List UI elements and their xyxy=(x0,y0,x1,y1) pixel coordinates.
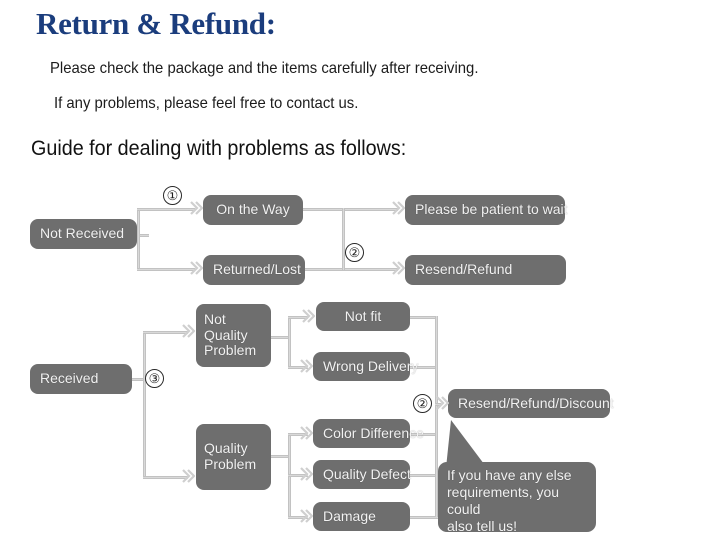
speech-bubble: If you have any else requirements, you c… xyxy=(438,462,596,535)
arrow-to-resend-refund-discount-icon xyxy=(436,396,449,410)
connector-upper-collector xyxy=(342,208,345,270)
connector-quality-defect-out xyxy=(410,474,438,477)
connector-to-on-the-way xyxy=(137,208,195,211)
node-returned-lost[interactable]: Returned/Lost xyxy=(203,255,305,285)
intro-line-1: Please check the package and the items c… xyxy=(50,60,479,77)
connector-to-color-difference xyxy=(288,433,308,436)
connector-to-quality xyxy=(143,476,188,479)
speech-bubble-tail-icon xyxy=(440,414,510,476)
connector-not-received-stem xyxy=(137,234,149,237)
page-title: Return & Refund: xyxy=(36,6,276,41)
connector-not-fit-out xyxy=(410,316,438,319)
node-resend-refund-discount[interactable]: Resend/Refund/Discount xyxy=(448,389,614,418)
connector-damage-out xyxy=(410,516,438,519)
connector-leaf-collector-rail xyxy=(435,316,438,517)
step-number-3: ③ xyxy=(145,369,164,388)
node-not-quality-problem[interactable]: Not Quality Problem xyxy=(196,304,271,367)
arrow-to-damage-icon xyxy=(300,509,313,523)
step-number-2-bottom: ② xyxy=(413,394,432,413)
node-resend-refund[interactable]: Resend/Refund xyxy=(405,255,566,285)
connector-color-difference-out xyxy=(410,433,438,436)
arrow-to-please-wait-icon xyxy=(392,201,405,215)
arrow-to-color-difference-icon xyxy=(300,426,313,440)
node-not-fit[interactable]: Not fit xyxy=(316,302,410,331)
node-received[interactable]: Received xyxy=(30,364,132,394)
node-damage[interactable]: Damage xyxy=(313,502,410,531)
speech-bubble-line-1: If you have any else xyxy=(447,467,572,483)
arrow-to-on-the-way-icon xyxy=(190,201,203,215)
connector-qp-stem xyxy=(271,455,290,458)
arrow-to-not-quality-problem-icon xyxy=(182,324,195,338)
arrow-to-returned-lost-icon xyxy=(190,261,203,275)
connector-to-please-wait xyxy=(342,208,398,211)
connector-to-not-fit xyxy=(288,316,308,319)
connector-on-the-way-out xyxy=(303,208,345,211)
connector-received-split xyxy=(143,331,146,479)
node-wrong-delivery[interactable]: Wrong Delivery xyxy=(313,352,418,381)
arrow-to-quality-problem-icon xyxy=(182,469,195,483)
node-not-received[interactable]: Not Received xyxy=(30,219,137,249)
speech-bubble-line-2: requirements, you could xyxy=(447,484,560,518)
connector-wrong-delivery-out xyxy=(410,366,438,369)
connector-not-received-split xyxy=(137,208,140,270)
connector-to-resend-refund-discount xyxy=(435,403,441,406)
connector-received-stem xyxy=(132,378,146,381)
arrow-to-wrong-delivery-icon xyxy=(300,359,313,373)
arrow-to-resend-refund-icon xyxy=(392,261,405,275)
connector-to-returned-lost xyxy=(137,268,195,271)
node-on-the-way[interactable]: On the Way xyxy=(203,195,303,225)
connector-to-resend-refund xyxy=(305,268,398,271)
intro-line-2: If any problems, please feel free to con… xyxy=(54,95,359,112)
guide-heading: Guide for dealing with problems as follo… xyxy=(31,137,407,160)
connector-nqp-split xyxy=(288,316,291,367)
node-quality-problem[interactable]: Quality Problem xyxy=(196,424,271,490)
arrow-to-quality-defect-icon xyxy=(300,467,313,481)
arrow-to-not-fit-icon xyxy=(302,309,315,323)
connector-to-wrong-delivery xyxy=(288,366,308,369)
connector-nqp-stem xyxy=(271,336,290,339)
node-please-be-patient[interactable]: Please be patient to wait xyxy=(405,195,568,225)
node-color-difference[interactable]: Color Difference xyxy=(313,419,424,448)
connector-to-quality-defect xyxy=(288,474,308,477)
speech-bubble-line-3: also tell us! xyxy=(447,518,518,535)
connector-to-damage xyxy=(288,516,308,519)
connector-to-not-quality xyxy=(143,331,188,334)
node-quality-defect[interactable]: Quality Defect xyxy=(313,460,411,489)
step-number-2-top: ② xyxy=(345,243,364,262)
step-number-1: ① xyxy=(163,186,182,205)
